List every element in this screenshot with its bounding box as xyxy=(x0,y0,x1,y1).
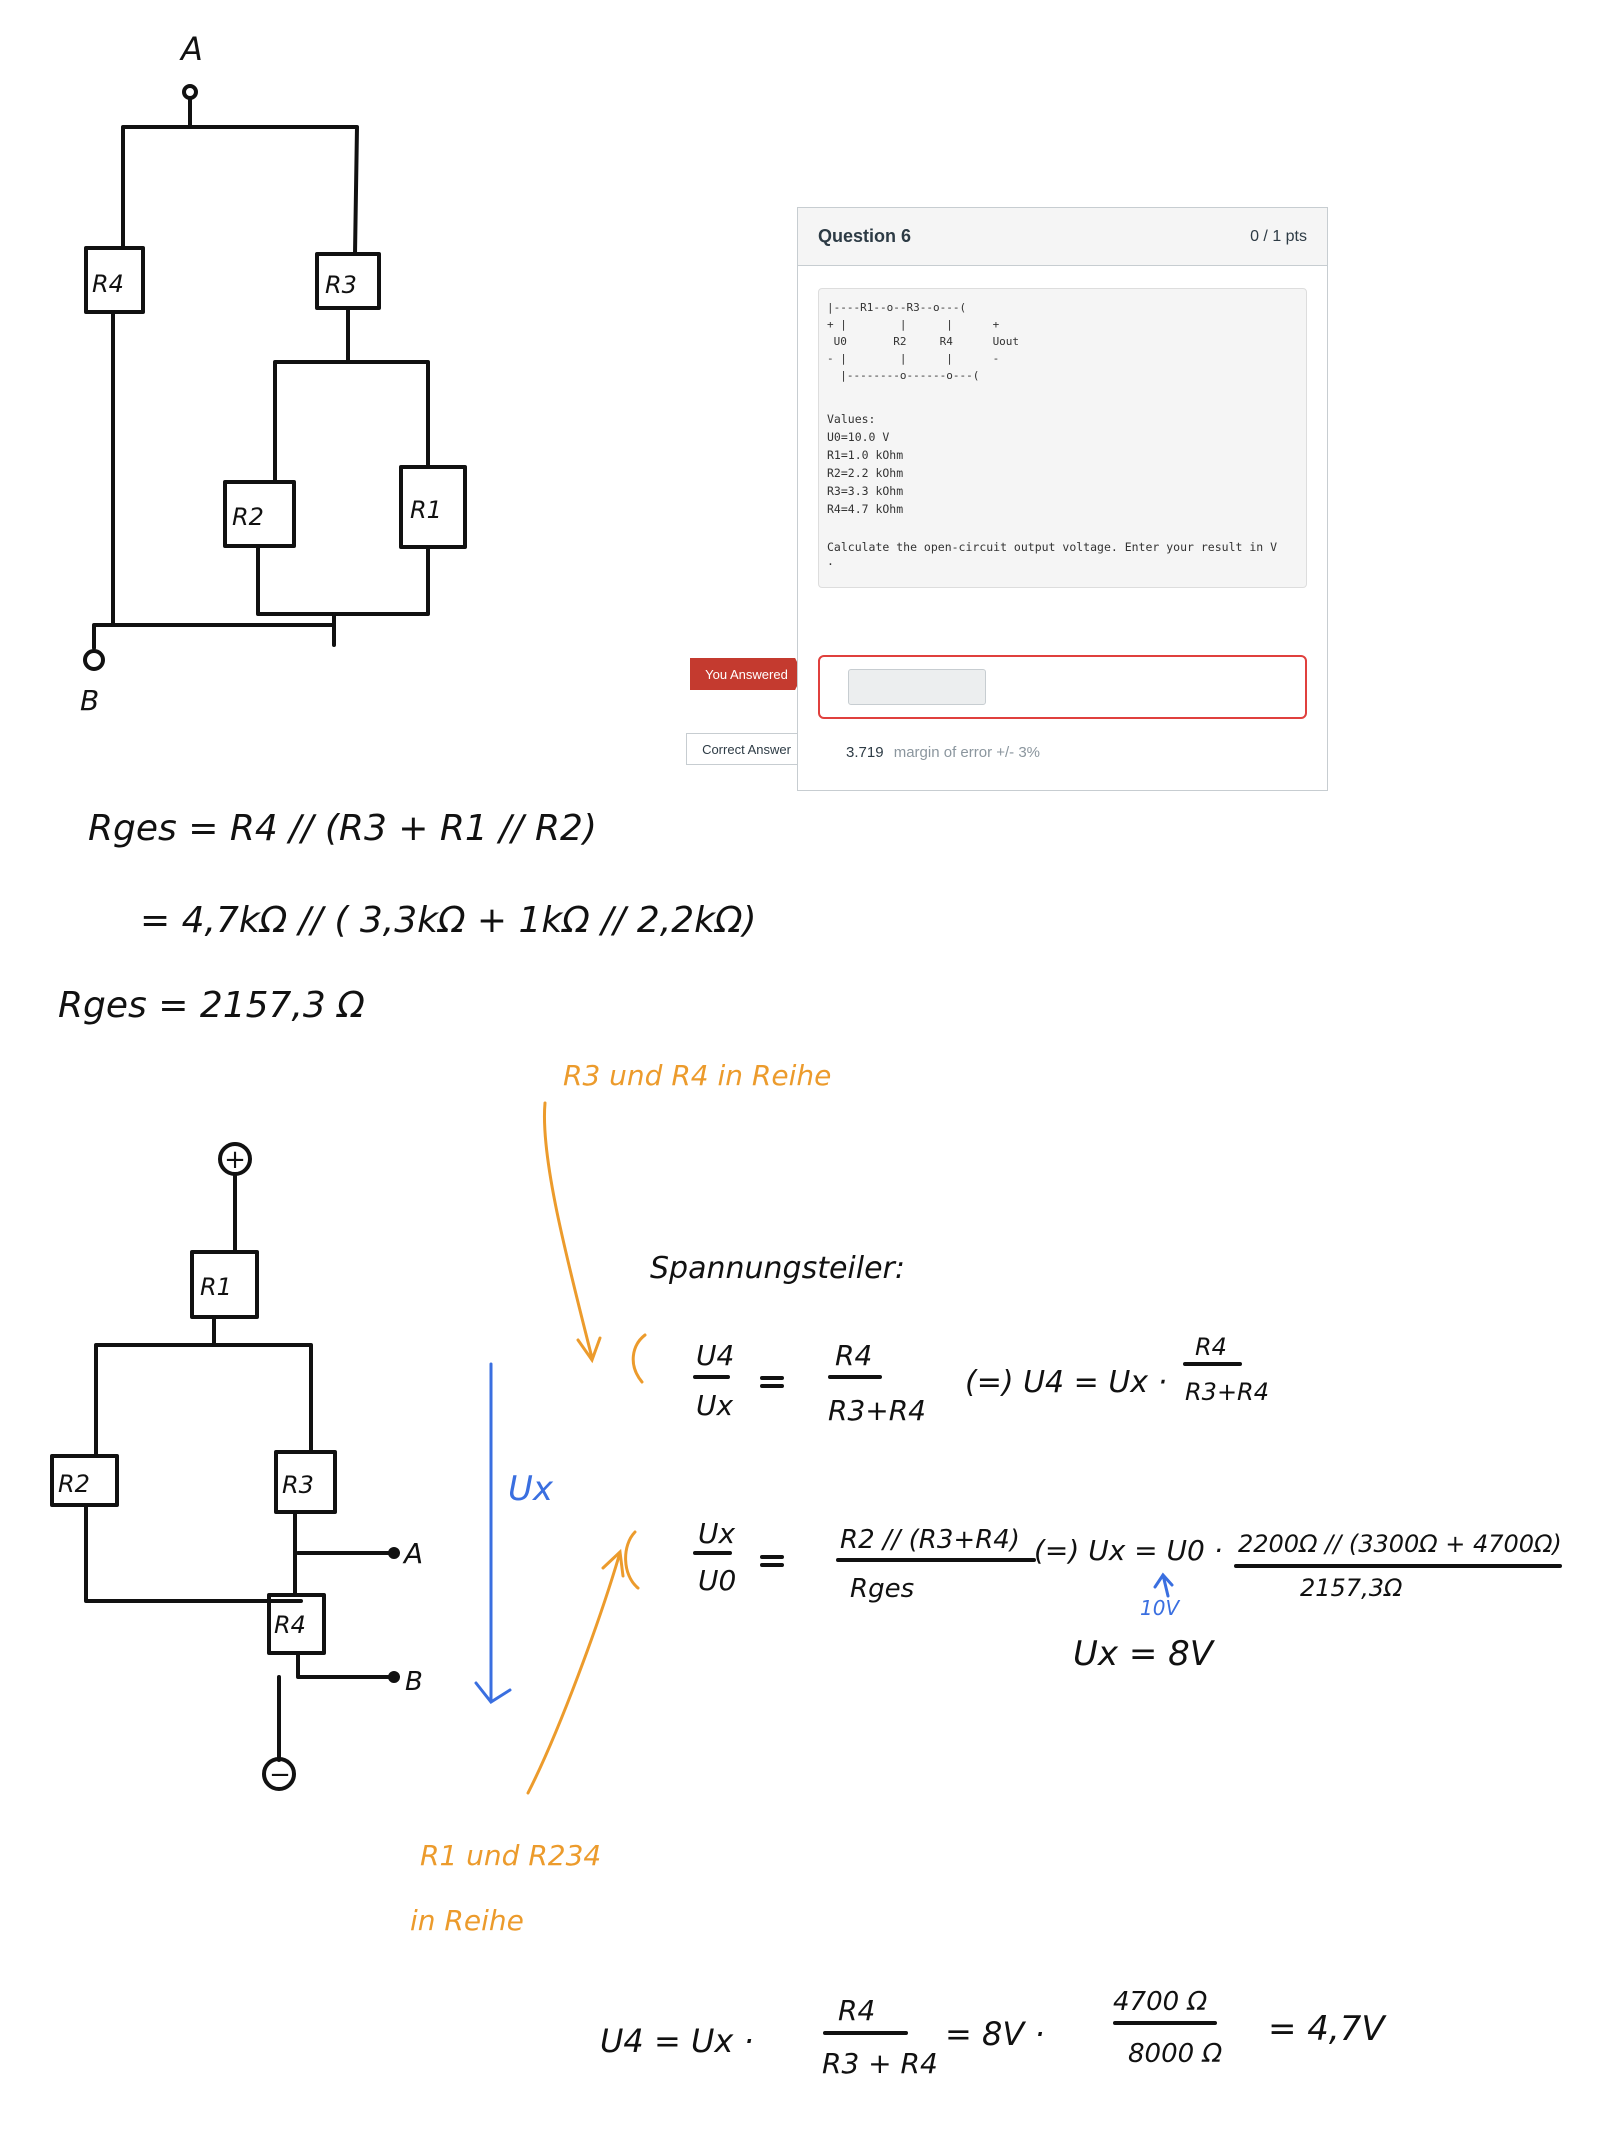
eq2-result: (=) Ux = U0 · xyxy=(1034,1534,1223,1567)
eq2-rhs-num: R2 // (R3+R4) xyxy=(840,1525,1020,1555)
eq1-rhs-den: R3+R4 xyxy=(828,1394,926,1427)
annot-r1-r234-line2: in Reihe xyxy=(410,1904,524,1937)
margin-of-error: margin of error +/- 3% xyxy=(893,744,1041,761)
value-item: U0=10.0 V xyxy=(827,430,890,444)
eq1-result: (=) U4 = Ux · xyxy=(965,1365,1167,1400)
question-prompt-end: . xyxy=(827,554,834,568)
eq2-lhs-num: Ux xyxy=(698,1517,735,1550)
orange-arrow-2 xyxy=(526,1554,621,1795)
eq2-frac-num: 2200Ω // (3300Ω + 4700Ω) xyxy=(1238,1530,1562,1558)
final-lhs: U4 = Ux · xyxy=(600,2022,754,2060)
label-r3: R3 xyxy=(325,271,357,299)
eq2-rhs-den: Rges xyxy=(850,1574,914,1604)
annot-r3-r4-reihe: R3 und R4 in Reihe xyxy=(563,1059,831,1092)
final-den2: 8000 Ω xyxy=(1128,2039,1222,2069)
label-r2: R2 xyxy=(232,503,264,531)
minus-terminal xyxy=(262,1757,296,1791)
eq1-lhs-num: U4 xyxy=(696,1339,734,1372)
label-plus: + xyxy=(224,1145,246,1175)
circuit-ascii-line: |--------o------o---( xyxy=(827,369,980,382)
value-item: R4=4.7 kOhm xyxy=(827,502,904,516)
eq1-frac-num: R4 xyxy=(1195,1333,1227,1361)
value-item: R2=2.2 kOhm xyxy=(827,466,904,480)
rges-formula: Rges = R4 // (R3 + R1 // R2) xyxy=(88,808,597,849)
rges-numbers: = 4,7kΩ // ( 3,3kΩ + 1kΩ // 2,2kΩ) xyxy=(140,900,757,941)
quiz-question-card: Question 6 0 / 1 pts |----R1--o--R3--o--… xyxy=(797,207,1328,791)
annot-r1-r234-line1: R1 und R234 xyxy=(420,1839,601,1872)
value-item: R3=3.3 kOhm xyxy=(827,484,904,498)
label-r4: R4 xyxy=(92,270,124,298)
eq1-frac-den: R3+R4 xyxy=(1185,1378,1269,1406)
label-node-a-second: A xyxy=(402,1537,423,1570)
label-r4-second: R4 xyxy=(274,1611,306,1639)
label-r1: R1 xyxy=(410,496,442,524)
final-num1: R4 xyxy=(838,1994,875,2027)
label-r2-second: R2 xyxy=(58,1470,90,1498)
orange-arrow-1 xyxy=(542,1101,594,1360)
question-points: 0 / 1 pts xyxy=(1250,227,1307,245)
eq2-frac-den: 2157,3Ω xyxy=(1300,1574,1403,1602)
resistor-r1 xyxy=(399,465,467,549)
quiz-header: Question 6 0 / 1 pts xyxy=(798,208,1327,266)
correct-answer-value: 3.719 xyxy=(846,744,884,761)
question-title: Question 6 xyxy=(818,226,912,246)
question-prompt-line: Calculate the open-circuit output voltag… xyxy=(827,540,1278,554)
values-list: Values: U0=10.0 V R1=1.0 kOhm R2=2.2 kOh… xyxy=(827,410,1298,518)
label-ux-arrow: Ux xyxy=(508,1469,554,1509)
rges-result: Rges = 2157,3 Ω xyxy=(58,985,365,1026)
spannungsteiler-heading: Spannungsteiler: xyxy=(650,1251,905,1286)
eq1-lhs-den: Ux xyxy=(696,1389,733,1422)
label-r3-second: R3 xyxy=(282,1471,314,1499)
values-heading: Values: xyxy=(827,412,876,426)
circuit-ascii-line: U0 R2 R4 Uout xyxy=(827,335,1020,348)
circuit-ascii: |----R1--o--R3--o---( + | | | + U0 R2 R4 … xyxy=(827,299,1298,384)
value-item: R1=1.0 kOhm xyxy=(827,448,904,462)
circuit-ascii-line: |----R1--o--R3--o---( xyxy=(827,301,967,314)
you-answered-tag: You Answered xyxy=(690,658,803,690)
correct-answer-row: 3.719 margin of error +/- 3% xyxy=(846,744,1040,761)
u0-note: 10V xyxy=(1140,1596,1180,1620)
circuit-ascii-line: - | | | - xyxy=(827,352,1000,365)
label-node-b-second: B xyxy=(405,1667,423,1697)
eq2-lhs-den: U0 xyxy=(698,1564,736,1597)
label-node-b: B xyxy=(80,684,99,717)
final-den1: R3 + R4 xyxy=(822,2047,938,2080)
final-result: = 4,7V xyxy=(1268,2009,1387,2049)
question-body: |----R1--o--R3--o---( + | | | + U0 R2 R4 … xyxy=(818,288,1307,588)
correct-answer-tag: Correct Answer xyxy=(686,733,807,765)
resistor-r3-second xyxy=(274,1450,337,1514)
question-prompt: Calculate the open-circuit output voltag… xyxy=(827,540,1298,568)
resistor-r1-second xyxy=(190,1250,259,1319)
label-node-a: A xyxy=(179,30,203,68)
label-minus: − xyxy=(269,1760,291,1790)
label-r1-second: R1 xyxy=(200,1273,232,1301)
answer-input[interactable] xyxy=(848,669,986,705)
answer-box-incorrect xyxy=(818,655,1307,719)
final-num2: 4700 Ω xyxy=(1113,1987,1207,2017)
circuit-ascii-line: + | | | + xyxy=(827,318,1000,331)
node-b-terminal xyxy=(83,649,105,671)
ux-result: Ux = 8V xyxy=(1073,1634,1216,1674)
eq1-rhs-num: R4 xyxy=(835,1339,872,1372)
final-mid: = 8V · xyxy=(945,2015,1045,2053)
